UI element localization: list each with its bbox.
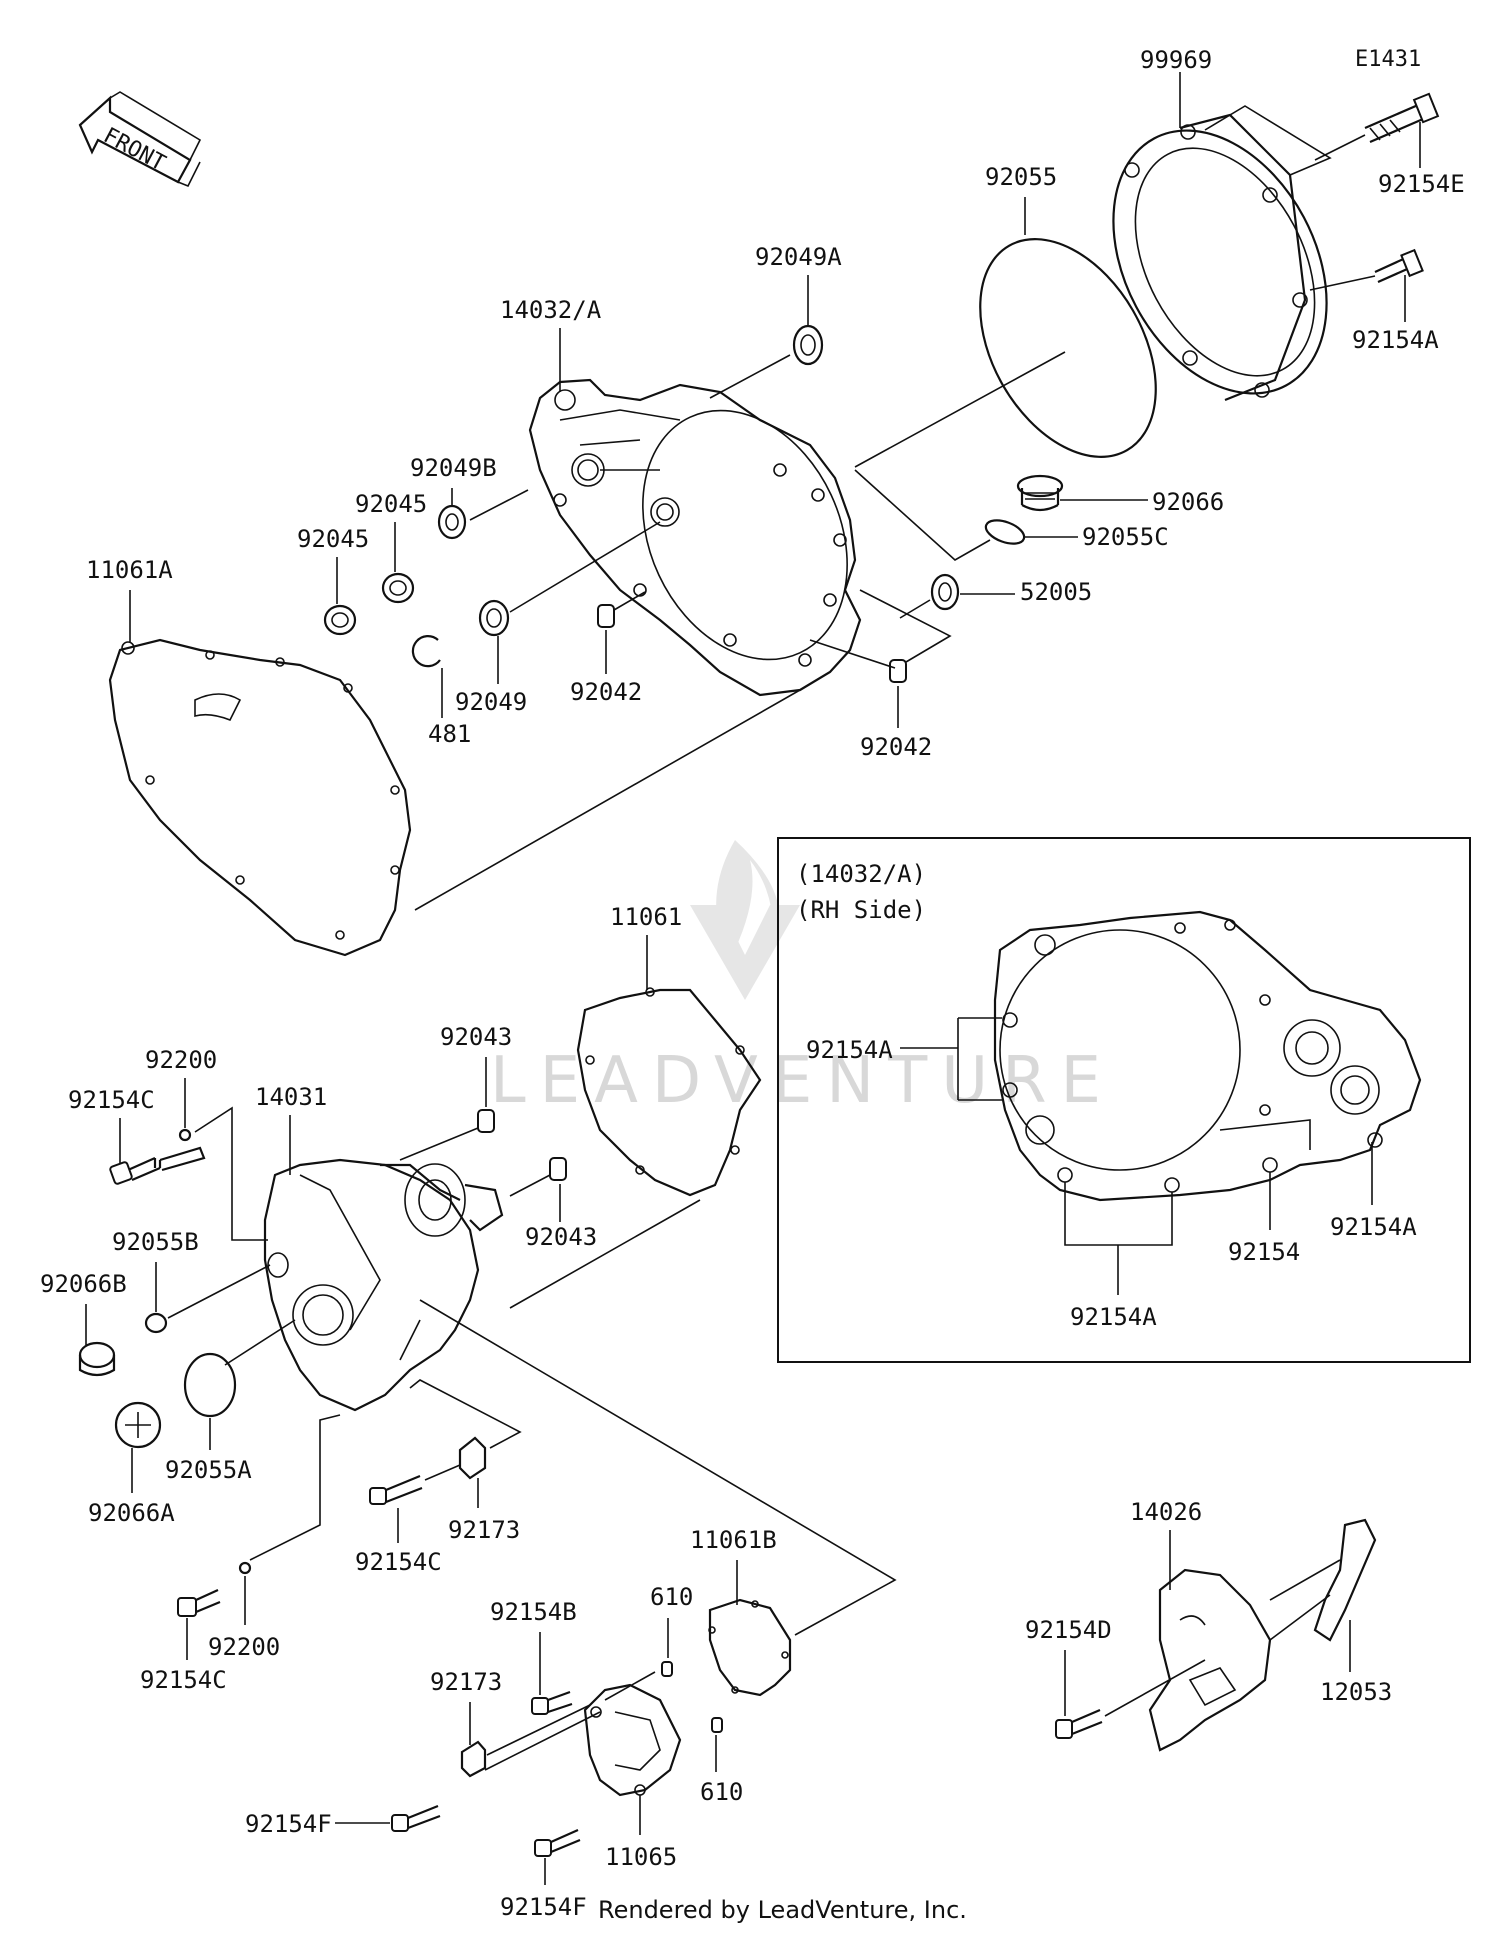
crankcase-cover-14032A (528, 378, 862, 697)
label-92173-a: 92173 (448, 1516, 520, 1544)
dowel-92043-a (477, 1109, 495, 1133)
label-92055: 92055 (985, 163, 1057, 191)
label-14031: 14031 (255, 1083, 327, 1111)
cap-92066A (114, 1401, 162, 1449)
seal-92049A (792, 324, 824, 366)
seal-92049 (478, 599, 510, 637)
bolt-92154F-b (534, 1828, 581, 1857)
label-92154D: 92154D (1025, 1616, 1112, 1644)
bolt-92154E (1364, 92, 1440, 144)
bearing-92045-b (323, 604, 357, 636)
clamp-92173-b (460, 1740, 487, 1778)
plate-12053 (1313, 1518, 1377, 1642)
pump-cover-11065 (583, 1683, 682, 1797)
label-92154B: 92154B (490, 1598, 577, 1626)
label-52005: 52005 (1020, 578, 1092, 606)
inset-label-92154: 92154 (1228, 1238, 1300, 1266)
label-11061: 11061 (610, 903, 682, 931)
label-92055A: 92055A (165, 1456, 252, 1484)
washer-92200-a (178, 1128, 192, 1142)
label-92045-a: 92045 (355, 490, 427, 518)
label-92043-b: 92043 (525, 1223, 597, 1251)
label-99969: 99969 (1140, 46, 1212, 74)
plug-92066 (1016, 474, 1064, 512)
label-12053: 12053 (1320, 1678, 1392, 1706)
label-481: 481 (428, 720, 471, 748)
washer-92200-b (238, 1561, 252, 1575)
dowel-92042-b (889, 659, 907, 683)
front-arrow-label: FRONT (99, 123, 169, 176)
label-14032A: 14032/A (500, 296, 602, 324)
label-11061A: 11061A (86, 556, 173, 584)
bearing-92045-a (381, 572, 415, 604)
label-92154C-c: 92154C (140, 1666, 227, 1694)
dowel-92042-a (597, 604, 615, 628)
label-92055B: 92055B (112, 1228, 199, 1256)
bolt-92154A-top (1374, 248, 1424, 284)
label-610-a: 610 (650, 1583, 693, 1611)
label-92200-a: 92200 (145, 1046, 217, 1074)
label-11065: 11065 (605, 1843, 677, 1871)
bolt-92154C-a (109, 1146, 206, 1185)
plug-92066B (78, 1341, 116, 1377)
seal-92049B (437, 504, 467, 540)
label-92154A-top: 92154A (1352, 326, 1439, 354)
inset-title-line1: (14032/A) (796, 860, 926, 888)
label-92042-b: 92042 (860, 733, 932, 761)
label-92154C-b: 92154C (355, 1548, 442, 1576)
bolt-92154B (531, 1690, 573, 1715)
inset-title-line2: (RH Side) (796, 896, 926, 924)
label-92049A: 92049A (755, 243, 842, 271)
oring-92055C (984, 519, 1026, 545)
bolt-92154C-c (177, 1588, 221, 1617)
circlip-481 (411, 635, 441, 668)
label-92066B: 92066B (40, 1270, 127, 1298)
ref-code: E1431 (1355, 47, 1421, 72)
label-92154F-a: 92154F (245, 1810, 332, 1838)
label-92066A: 92066A (88, 1499, 175, 1527)
label-14026: 14026 (1130, 1498, 1202, 1526)
clamp-92173-a (458, 1436, 487, 1480)
bolt-92154C-b (369, 1474, 423, 1505)
gasket-11061B (708, 1598, 792, 1697)
label-92049B: 92049B (410, 454, 497, 482)
bolt-92154D (1055, 1708, 1103, 1739)
pin-610-b (711, 1717, 723, 1733)
label-92045-b: 92045 (297, 525, 369, 553)
label-610-b: 610 (700, 1778, 743, 1806)
dowel-92043-b (549, 1157, 567, 1181)
label-92154E: 92154E (1378, 170, 1465, 198)
generator-cover-14031 (263, 1158, 504, 1412)
gasket-11061A (108, 638, 412, 957)
label-92055C: 92055C (1082, 523, 1169, 551)
inset-label-92154A-right: 92154A (1330, 1213, 1417, 1241)
pin-610-a (661, 1661, 673, 1677)
label-92066: 92066 (1152, 488, 1224, 516)
label-92043-a: 92043 (440, 1023, 512, 1051)
inset-rh-side: (14032/A) (RH Side) 92154A 92154 92154A … (777, 837, 1471, 1363)
label-11061B: 11061B (690, 1526, 777, 1554)
label-92154F-b: 92154F (500, 1893, 587, 1921)
gasket-11061 (576, 988, 762, 1197)
guard-14026 (1148, 1568, 1272, 1752)
label-92049: 92049 (455, 688, 527, 716)
clutch-cover-99969 (1112, 113, 1328, 402)
oring-92055A (183, 1352, 237, 1418)
footer-credit: Rendered by LeadVenture, Inc. (598, 1896, 967, 1924)
label-92154C-a: 92154C (68, 1086, 155, 1114)
inset-label-92154A-bottom: 92154A (1070, 1303, 1157, 1331)
bolt-92154F-a (391, 1804, 441, 1832)
front-arrow: FRONT (78, 91, 202, 188)
oring-92055B (144, 1312, 168, 1334)
seal-52005 (930, 573, 960, 611)
label-92042-a: 92042 (570, 678, 642, 706)
label-92173-b: 92173 (430, 1668, 502, 1696)
label-92200-b: 92200 (208, 1633, 280, 1661)
oring-92055 (979, 238, 1157, 458)
inset-label-92154A-left: 92154A (806, 1036, 893, 1064)
